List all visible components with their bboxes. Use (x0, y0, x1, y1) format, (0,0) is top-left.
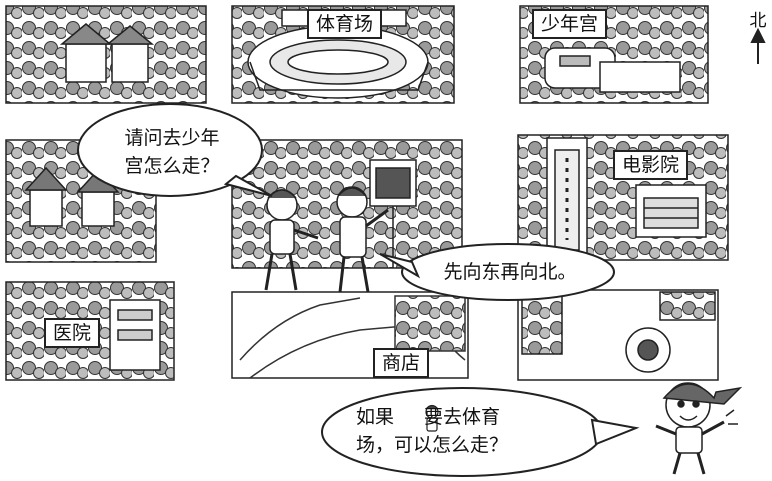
question-text: 请问去少年 宫怎么走？ (98, 124, 246, 180)
answer-bubble (379, 243, 615, 301)
boy-asking (264, 189, 319, 291)
label-cinema: 电影院 (613, 150, 689, 180)
question-line-1: 请问去少年 (124, 127, 220, 149)
tower-building (546, 137, 588, 267)
north-arrow-icon (750, 27, 766, 64)
question-line-2: 宫怎么走？ (124, 155, 220, 177)
prompt-line-1: 如果 要去体育 (356, 403, 578, 431)
boy-answering (336, 186, 389, 293)
label-hospital: 医院 (44, 318, 101, 348)
prompt-line-2: 场，可以怎么走？ (356, 434, 509, 456)
mascot-kid (655, 382, 743, 475)
prompt-text: 如果 要去体育 场，可以怎么走？ (356, 403, 578, 459)
cinema-building (635, 184, 707, 238)
boy-small-icon (425, 404, 439, 432)
label-shop: 商店 (373, 348, 430, 378)
label-stadium: 体育场 (307, 9, 383, 39)
west-houses (24, 166, 120, 227)
youth-palace-building (544, 47, 681, 93)
northwest-houses (59, 23, 155, 83)
question-bubble (77, 103, 273, 197)
prompt-bubble (321, 387, 640, 477)
answer-text: 先向东再向北。 (443, 261, 577, 283)
hospital-building (109, 299, 161, 371)
park-paths (239, 295, 466, 379)
north-label: 北 (749, 11, 767, 31)
prompt-go-stadium: 要去体育 (424, 406, 501, 428)
label-youth-palace: 少年宫 (532, 9, 608, 39)
roundabout (521, 291, 716, 373)
prompt-if: 如果 (356, 406, 395, 428)
